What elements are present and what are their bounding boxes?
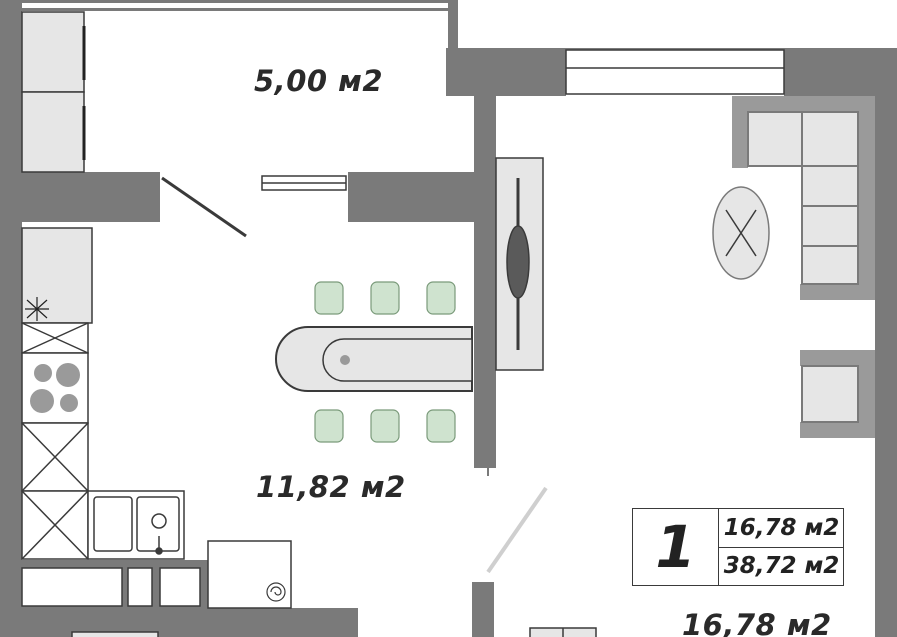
apartment-summary-box: 1 16,78 м2 38,72 м2 (632, 508, 844, 586)
coffee-table (712, 186, 770, 280)
armchair (800, 350, 875, 438)
room-count: 1 (633, 509, 719, 585)
balcony-area-label: 5,00 м2 (254, 64, 384, 98)
tv-unit (495, 157, 544, 371)
dining-chairs (314, 281, 456, 443)
balcony-door (161, 176, 247, 238)
dining-table (275, 326, 473, 392)
kitchen-area-label: 11,82 м2 (256, 470, 406, 504)
living-room-door (486, 468, 548, 574)
kitchen-sink (93, 496, 180, 555)
total-area-value: 38,72 м2 (723, 553, 840, 579)
balcony-cabinets (21, 11, 86, 173)
windows (261, 49, 785, 191)
living-room-area-label: 16,78 м2 (682, 608, 832, 637)
corner-sofa (732, 96, 875, 300)
living-area-value: 16,78 м2 (719, 509, 844, 548)
kitchen-stove (30, 363, 80, 413)
kitchen-lower-cabinets (21, 540, 292, 609)
kitchen-fridge (21, 227, 93, 324)
bottom-furniture (71, 627, 597, 637)
